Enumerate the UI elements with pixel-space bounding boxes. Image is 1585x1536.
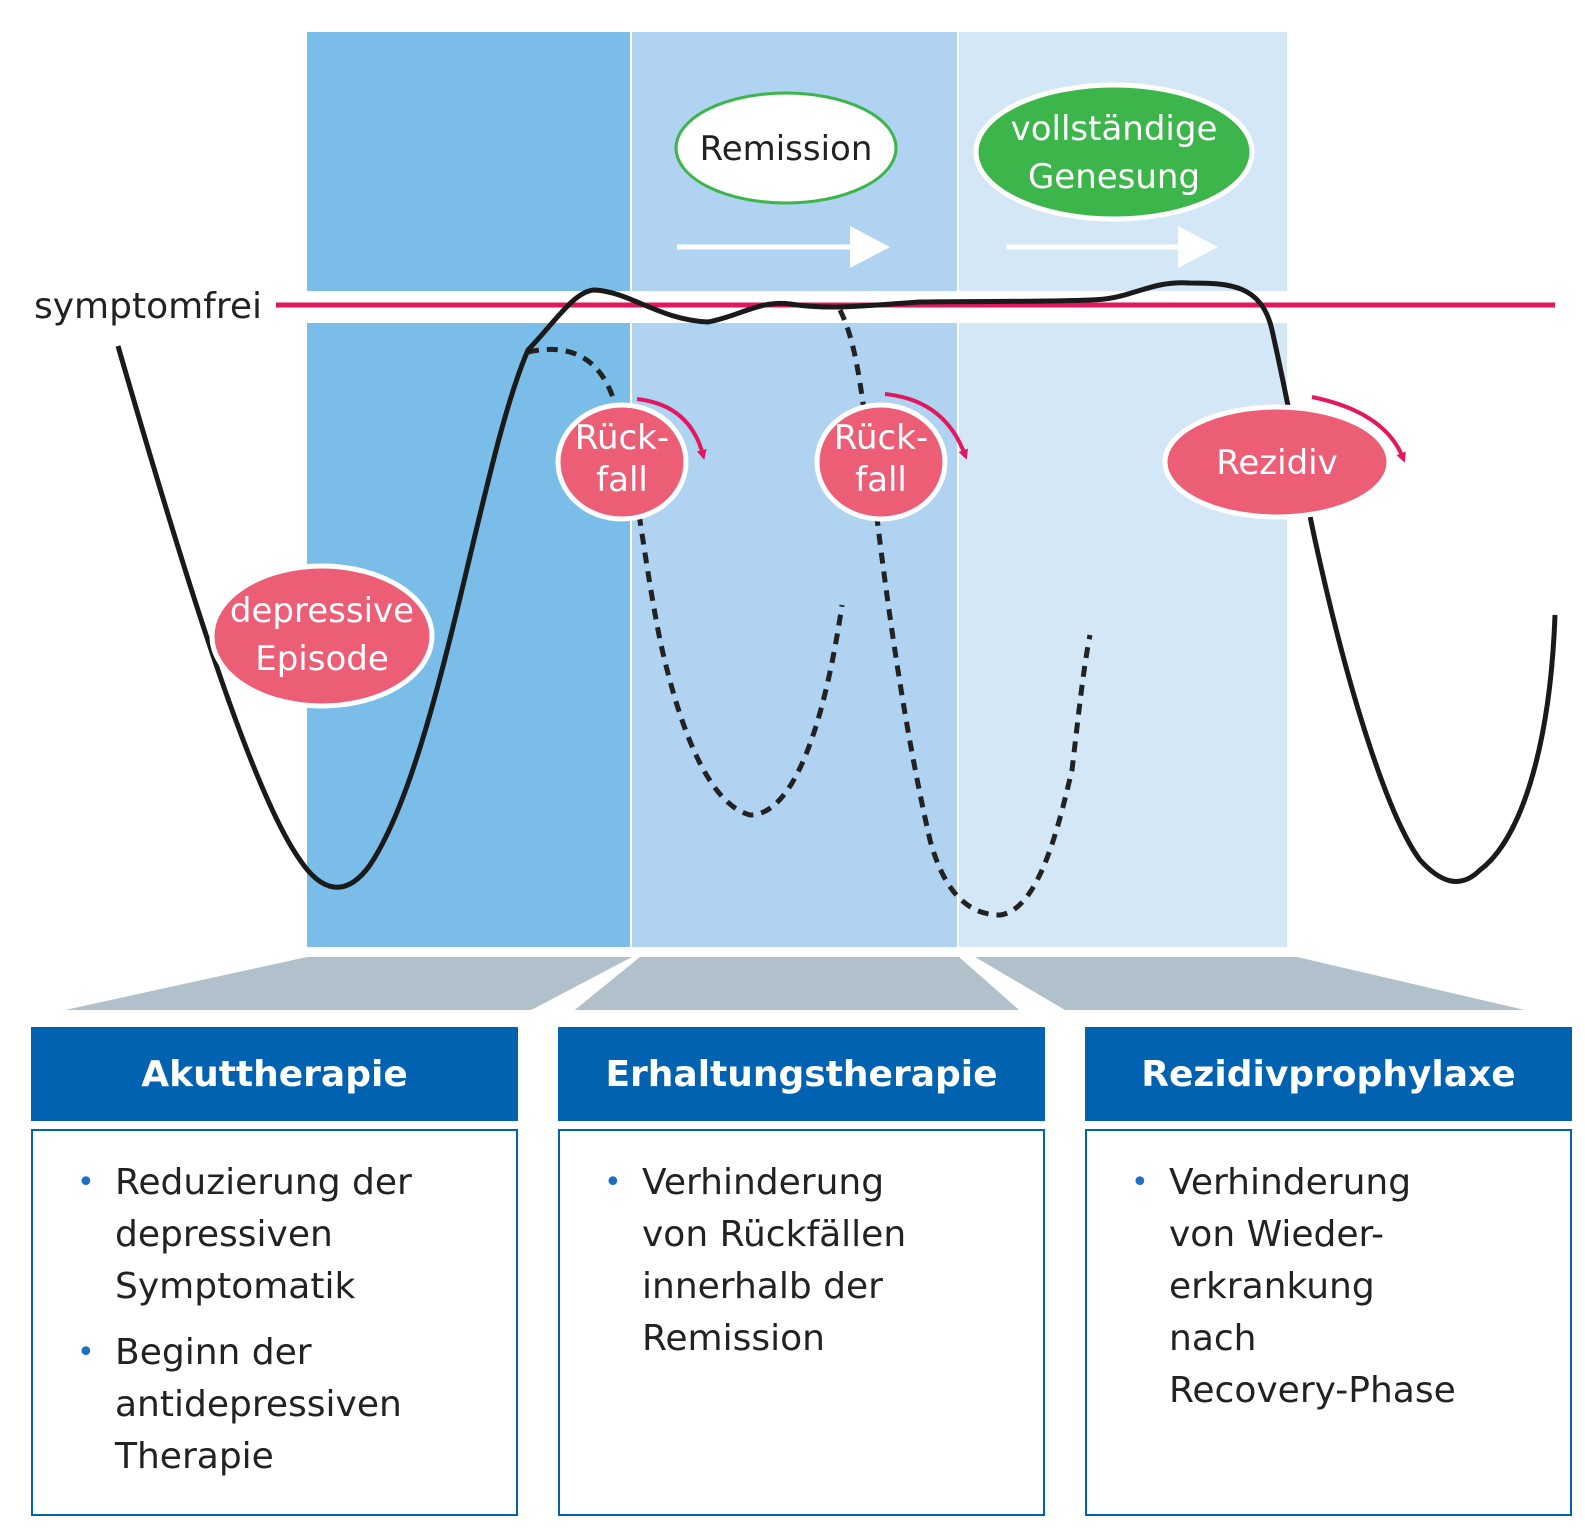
label-line: depressive [230,591,414,631]
label-line: Remission [700,129,873,169]
bullet-item: • Verhinderung von Wieder- erkrankung nac… [1131,1157,1560,1417]
remission-label: Remission [700,129,873,169]
recovery-arrow [1006,226,1218,268]
remission-badge: Remission [674,91,898,205]
bullet-dot-icon: • [1131,1165,1149,1200]
connector-acute [64,957,632,1010]
bullet-list-prophylaxis: • Verhinderung von Wieder- erkrankung nac… [1087,1131,1570,1417]
remission-arrow [677,226,890,268]
course-curve [115,280,1558,890]
bullet-item: • Beginn der antidepressiven Therapie [77,1327,506,1483]
label-line: Rück- [575,418,669,458]
label-line: Rezidiv [1216,443,1337,483]
label-line: fall [596,460,648,500]
bullet-text: Verhinderung von Wieder- erkrankung nach… [1169,1162,1456,1411]
relapse-label-1: Rück-fall [575,418,669,500]
recurrence-arrow [1311,395,1406,463]
bullet-text: Reduzierung der depressiven Symptomatik [115,1162,412,1307]
label-line: Rück- [834,418,928,458]
phase-title-acute: Akuttherapie [31,1027,518,1121]
bullet-item: • Verhinderung von Rückfällen innerhalb d… [604,1157,1033,1365]
connector-maintenance [574,957,1020,1010]
phase-body-maintenance: • Verhinderung von Rückfällen innerhalb d… [558,1129,1045,1516]
bullet-dot-icon: • [604,1165,622,1200]
recurrence-badge: Rezidiv [1162,404,1392,520]
phase-title-maintenance: Erhaltungstherapie [558,1027,1045,1121]
bullet-dot-icon: • [77,1165,95,1200]
bullet-dot-icon: • [77,1335,95,1370]
connector-prophylaxis [975,957,1525,1010]
relapse-badge-1: Rück-fall [555,402,689,522]
phase-body-prophylaxis: • Verhinderung von Wieder- erkrankung nac… [1085,1129,1572,1516]
recurrence-label: Rezidiv [1216,443,1337,483]
label-line: fall [855,460,907,500]
symptom-free-label: symptomfrei [34,286,262,327]
label-line: Genesung [1028,157,1200,197]
bullet-item: • Reduzierung der depressiven Symptomatik [77,1157,506,1313]
bullet-text: Beginn der antidepressiven Therapie [115,1332,402,1477]
relapse-curve-1 [527,347,845,818]
relapse-label-2: Rück-fall [834,418,928,500]
label-line: Episode [255,639,389,679]
bullet-list-maintenance: • Verhinderung von Rückfällen innerhalb d… [560,1131,1043,1365]
phase-title-prophylaxis: Rezidivprophylaxe [1085,1027,1572,1121]
relapse-badge-2: Rück-fall [814,402,948,522]
bullet-text: Verhinderung von Rückfällen innerhalb de… [642,1162,907,1359]
label-line: vollständige [1011,109,1218,149]
bullet-list-acute: • Reduzierung der depressiven Symptomatik… [33,1131,516,1483]
phase-body-acute: • Reduzierung der depressiven Symptomatik… [31,1129,518,1516]
relapse-arrow-1 [636,397,707,460]
relapse-arrow-2 [884,392,968,460]
